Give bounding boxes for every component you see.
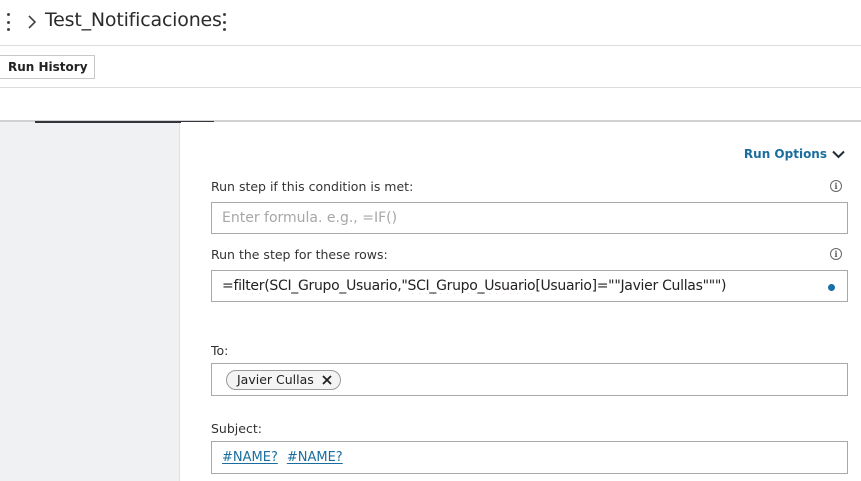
toolbar: Run History — [0, 46, 861, 88]
rows-formula-input[interactable]: =filter(SCI_Grupo_Usuario,"SCI_Grupo_Usu… — [211, 270, 848, 302]
run-options-label: Run Options — [743, 147, 827, 161]
to-label: To: — [211, 343, 229, 358]
sidebar — [0, 122, 180, 481]
run-options-toggle[interactable]: Run Options — [744, 147, 845, 161]
chevron-right-icon[interactable] — [26, 15, 37, 29]
recipient-name: Javier Cullas — [237, 372, 314, 387]
recipient-chip[interactable]: Javier Cullas — [226, 369, 341, 390]
more-options-icon[interactable] — [6, 13, 10, 31]
to-recipients-input[interactable]: Javier Cullas — [211, 363, 848, 396]
subject-input[interactable]: #NAME? #NAME? — [211, 441, 848, 474]
close-icon[interactable] — [322, 374, 332, 385]
subject-token[interactable]: #NAME? — [222, 450, 278, 465]
step-config-panel: Run Options Run step if this condition i… — [181, 122, 861, 481]
rows-label: Run the step for these rows: — [211, 247, 388, 262]
rows-info-icon[interactable]: i — [830, 248, 842, 260]
run-history-button[interactable]: Run History — [0, 55, 95, 79]
chevron-down-icon — [832, 150, 845, 158]
document-title[interactable]: Test_Notificaciones — [45, 9, 222, 31]
tab-strip — [0, 88, 861, 122]
title-more-options-icon[interactable] — [222, 13, 226, 31]
subject-label: Subject: — [211, 421, 262, 436]
formula-status-dot — [828, 284, 835, 291]
condition-formula-input[interactable]: Enter formula. e.g., =IF() — [211, 202, 848, 234]
condition-info-icon[interactable]: i — [830, 180, 842, 192]
subject-token[interactable]: #NAME? — [286, 450, 343, 465]
title-bar: Test_Notificaciones — [0, 0, 861, 46]
condition-placeholder: Enter formula. e.g., =IF() — [222, 210, 398, 226]
condition-label: Run step if this condition is met: — [211, 179, 414, 194]
rows-formula-text: =filter(SCI_Grupo_Usuario,"SCI_Grupo_Usu… — [222, 278, 727, 294]
active-tab-indicator — [35, 121, 214, 123]
